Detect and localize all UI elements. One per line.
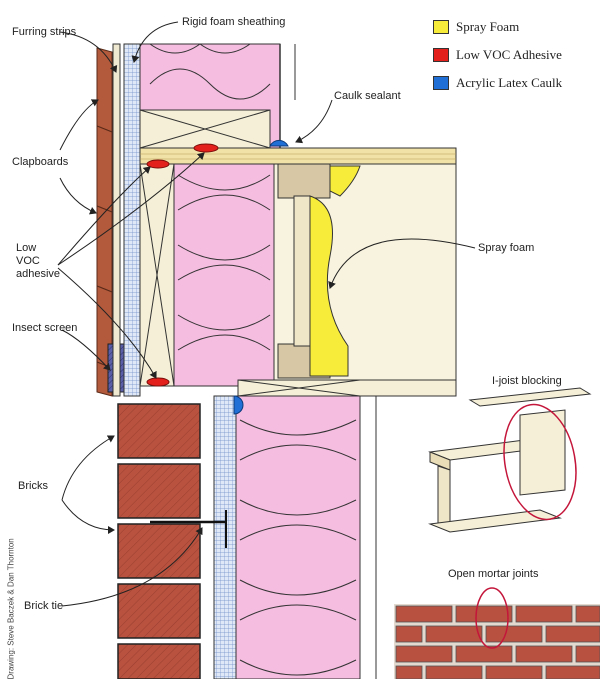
caulk-bead-upper	[269, 139, 289, 147]
subfloor	[139, 147, 457, 165]
leader-lines	[57, 21, 476, 607]
adhesive-bead	[146, 377, 170, 387]
label-insect-screen: Insect screen	[12, 322, 78, 334]
legend-label-adhesive: Low VOC Adhesive	[456, 47, 562, 62]
rim-insulation	[173, 163, 275, 387]
caulk-bead-lower	[233, 395, 244, 415]
i-joist-blocking-illustration	[428, 387, 592, 533]
label-ijoist-blocking: I-joist blocking	[492, 375, 562, 387]
brick-veneer	[117, 403, 201, 679]
label-caulk-sealant: Caulk sealant	[334, 90, 401, 102]
legend-label-spray-foam: Spray Foam	[456, 19, 520, 34]
legend-swatch-spray-foam	[433, 20, 449, 34]
legend-swatch-caulk	[433, 76, 449, 90]
legend-label-caulk: Acrylic Latex Caulk	[456, 75, 563, 90]
spray-foam	[309, 195, 349, 377]
adhesive-bead	[193, 143, 219, 153]
label-open-mortar: Open mortar joints	[448, 568, 539, 580]
adhesive-bead	[146, 159, 170, 169]
label-low-voc-1: Low	[16, 242, 37, 254]
legend-swatch-adhesive	[433, 48, 449, 62]
label-low-voc-3: adhesive	[16, 268, 61, 280]
label-low-voc-2: VOC	[16, 255, 40, 267]
label-spray-foam: Spray foam	[478, 242, 535, 254]
furring-strip	[112, 43, 121, 397]
label-furring-strips: Furring strips	[12, 26, 77, 38]
open-mortar-illustration	[394, 587, 600, 679]
label-brick-tie: Brick tie	[24, 600, 64, 612]
label-clapboards: Clapboards	[12, 156, 69, 168]
label-bricks: Bricks	[18, 480, 48, 492]
drawing-credit: Drawing: Steve Baczek & Dan Thornton	[6, 538, 16, 680]
label-rigid-foam: Rigid foam sheathing	[182, 16, 286, 28]
lower-insulation	[235, 395, 361, 679]
